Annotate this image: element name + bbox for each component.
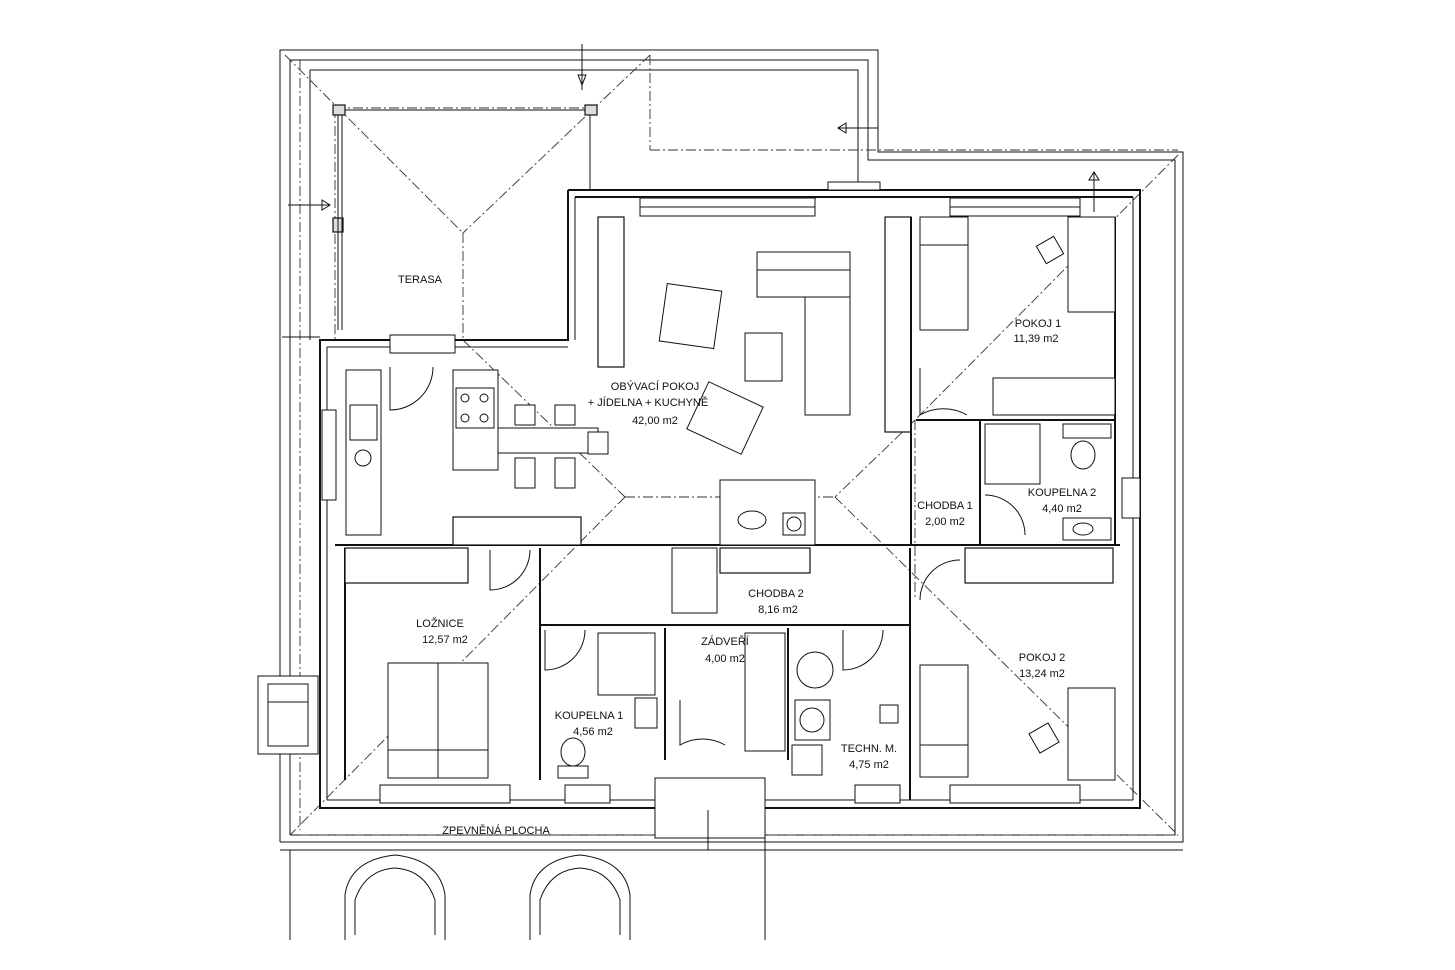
obyvaci-area: 42,00 m2 — [632, 415, 678, 427]
terrace-structure — [282, 44, 1100, 338]
kitchen-living-furniture — [345, 251, 851, 546]
terasa-label: TERASA — [398, 274, 443, 286]
pokoj1-label: POKOJ 1 — [1015, 318, 1061, 330]
loznice-label: LOŽNICE — [416, 617, 464, 630]
room-labels: TERASA OBÝVACÍ POKOJ + JÍDELNA + KUCHYNĚ… — [398, 274, 1096, 837]
koupelna1-area: 4,56 m2 — [573, 726, 613, 738]
pokoj2-area: 13,24 m2 — [1019, 668, 1065, 680]
windows — [257, 197, 1141, 804]
koupelna1-label: KOUPELNA 1 — [555, 710, 623, 722]
chodba2-area: 8,16 m2 — [758, 604, 798, 616]
loznice-area: 12,57 m2 — [422, 634, 468, 646]
techn-area: 4,75 m2 — [849, 759, 889, 771]
zadveri-label: ZÁDVEŘÍ — [701, 635, 750, 648]
techn-label: TECHN. M. — [841, 743, 897, 755]
obyvaci-label-line1: OBÝVACÍ POKOJ — [611, 380, 699, 393]
driveway — [280, 838, 1183, 940]
loznice-furniture — [387, 632, 658, 779]
koupelna2-area: 4,40 m2 — [1042, 503, 1082, 515]
door-swings — [389, 366, 1026, 746]
zpevnena-plocha-label: ZPEVNĚNÁ PLOCHA — [442, 824, 550, 837]
pokoj2-furniture — [919, 664, 1116, 781]
pokoj1-furniture — [919, 216, 1116, 541]
koupelna2-label: KOUPELNA 2 — [1028, 487, 1096, 499]
pokoj2-label: POKOJ 2 — [1019, 652, 1065, 664]
obyvaci-label-line2: + JÍDELNA + KUCHYNĚ — [588, 396, 708, 409]
zadveri-techn-furniture — [654, 547, 899, 850]
chodba1-label: CHODBA 1 — [917, 500, 973, 512]
chodba1-area: 2,00 m2 — [925, 516, 965, 528]
zadveri-area: 4,00 m2 — [705, 653, 745, 665]
pokoj1-area: 11,39 m2 — [1013, 333, 1058, 345]
chodba2-label: CHODBA 2 — [748, 588, 804, 600]
